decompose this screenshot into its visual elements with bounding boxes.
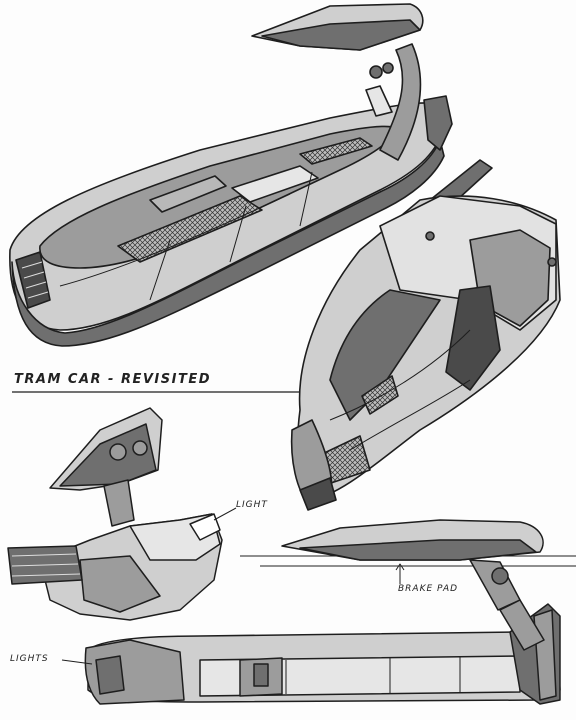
tram-car-side-view-lower — [61, 599, 561, 705]
tram-car-cab-detail — [7, 407, 237, 621]
tram-car-side-view-upper — [240, 519, 576, 611]
annotation-brake-pad: BRAKE PAD — [398, 584, 459, 594]
annotation-lights: LIGHTS — [10, 654, 49, 664]
tram-car-front-view — [290, 159, 561, 511]
tram-car-top-view — [9, 3, 453, 347]
annotation-light: LIGHT — [236, 500, 268, 510]
sheet-title: TRAM CAR - REVISITED — [14, 372, 211, 387]
